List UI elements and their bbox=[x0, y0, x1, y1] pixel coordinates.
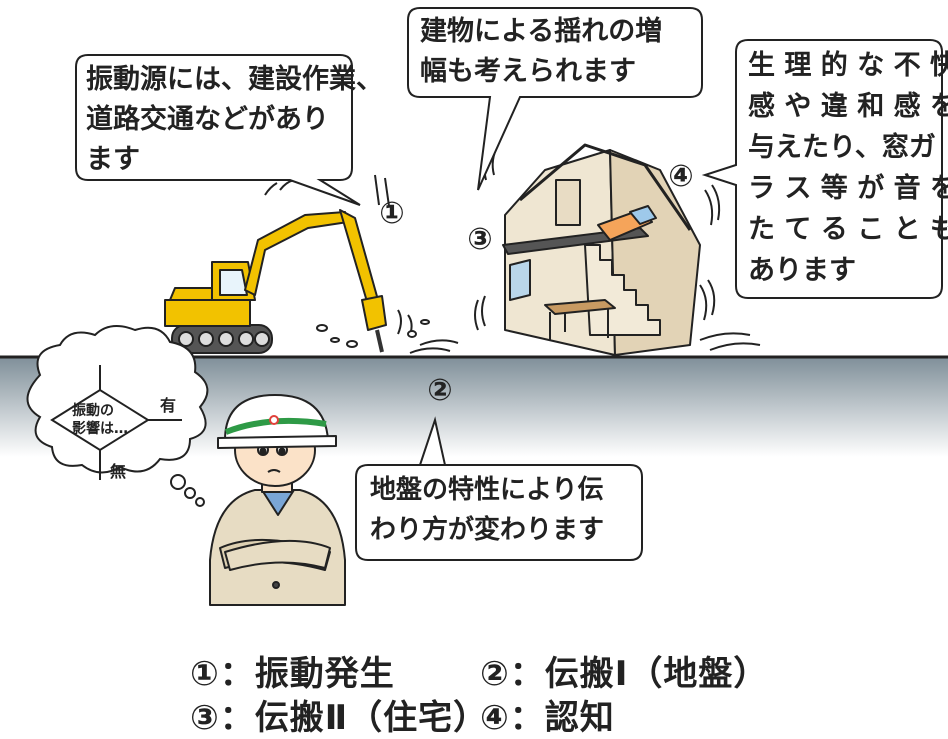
marker-4: ④ bbox=[668, 159, 694, 194]
source-bubble-shape bbox=[75, 54, 361, 206]
marker-1: ① bbox=[379, 196, 405, 231]
thought-question: 振動の 影響は… bbox=[72, 403, 128, 437]
marker-3: ③ bbox=[467, 222, 493, 257]
excavator-illustration bbox=[164, 174, 459, 354]
legend-item-2: ②：伝搬Ⅰ（地盤） bbox=[480, 654, 769, 694]
perception-bubble-shape bbox=[701, 39, 943, 299]
worker-illustration bbox=[209, 394, 346, 606]
thought-yes: 有 bbox=[160, 396, 177, 415]
thought-no: 無 bbox=[110, 462, 127, 481]
source-bubble-text: 振動源には、建設作業、 道路交通などがあり ます bbox=[86, 64, 383, 175]
building-bubble-shape bbox=[407, 7, 703, 191]
legend-item-1: ①：振動発生 bbox=[190, 654, 395, 694]
bubble-shapes bbox=[75, 7, 943, 561]
house-illustration bbox=[474, 143, 761, 356]
legend-item-4: ④：認知 bbox=[480, 698, 615, 738]
building-bubble-text: 建物による揺れの増 幅も考えられます bbox=[420, 16, 663, 87]
ground-bubble-text: 地盤の特性により伝 わり方が変わります bbox=[370, 475, 605, 545]
perception-bubble-text: 生 理 的 な 不 快 感 や 違 和 感 を 与えたり、窓ガ ラ ス 等 が … bbox=[748, 50, 948, 286]
thought-cloud bbox=[26, 325, 209, 507]
ground-bubble-shape bbox=[355, 416, 643, 561]
marker-2: ② bbox=[427, 373, 453, 408]
legend-item-3: ③：伝搬Ⅱ（住宅） bbox=[190, 698, 489, 738]
